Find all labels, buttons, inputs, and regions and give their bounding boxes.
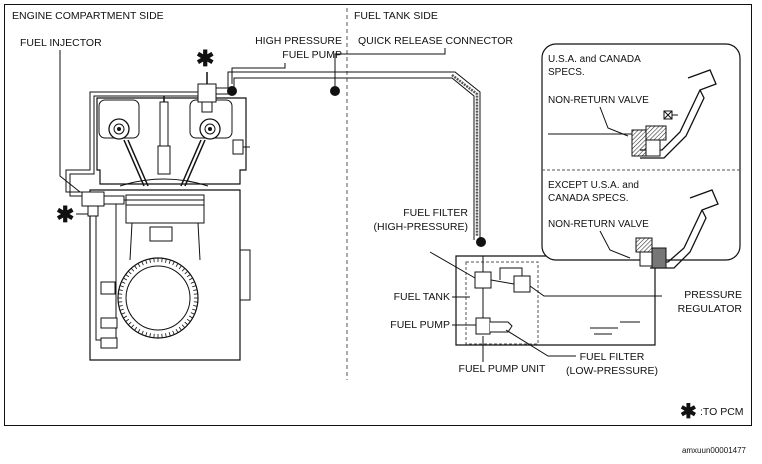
pressure-regulator-label-1: PRESSURE — [684, 289, 742, 301]
fuel-injector-label: FUEL INJECTOR — [20, 37, 102, 49]
pressure-regulator-leader — [529, 285, 662, 297]
fuel-filter-lp-label-1: FUEL FILTER — [580, 351, 645, 363]
fuel-tank — [455, 255, 656, 346]
flywheel-tooth — [192, 308, 197, 311]
flywheel-tooth — [181, 324, 186, 328]
fuel-filter-hp-leader — [429, 251, 476, 279]
legend-asterisk: ✱ — [680, 401, 697, 423]
flywheel-tooth — [130, 268, 135, 272]
high-pressure-fuel-pump — [197, 72, 217, 113]
non-return-valve-usa — [631, 129, 647, 157]
flywheel-tooth — [134, 265, 138, 270]
hp-pump-label-2: FUEL PUMP — [282, 49, 342, 61]
diagram-frame — [4, 4, 752, 426]
flywheel-tooth — [149, 333, 151, 338]
fuel-filter-high-pressure — [474, 271, 492, 289]
flywheel-tooth — [190, 312, 195, 315]
flywheel-tooth — [119, 285, 124, 288]
image-code: amxuun00001477 — [682, 446, 747, 455]
fuel-lines — [65, 71, 481, 240]
hp-pump-label-1: HIGH PRESSURE — [255, 35, 342, 47]
legend-text: :TO PCM — [700, 406, 744, 418]
flywheel-tooth — [123, 315, 128, 319]
fuel-filter-low-pressure — [490, 321, 513, 333]
flywheel-tooth — [181, 268, 186, 272]
inset-usa-valve-label: NON-RETURN VALVE — [548, 95, 649, 106]
flywheel-tooth — [118, 305, 123, 307]
flywheel-tooth — [184, 270, 188, 275]
fuel-injector — [81, 191, 132, 217]
inset-except-valve-label: NON-RETURN VALVE — [548, 219, 649, 230]
non-return-valve-except — [635, 237, 653, 253]
pressure-regulator — [513, 275, 531, 293]
flywheel-tooth — [145, 332, 148, 337]
flywheel-tooth — [175, 328, 179, 333]
flywheel-tooth — [192, 285, 197, 288]
quick-release-connector-dot — [330, 86, 340, 96]
flywheel-tooth — [193, 289, 198, 291]
flywheel-tooth — [188, 315, 193, 319]
flywheel-tooth — [190, 281, 195, 284]
tank-side-header: FUEL TANK SIDE — [354, 10, 438, 22]
flywheel-tooth — [168, 259, 171, 264]
fuel-filter-lp-leader — [505, 329, 576, 357]
flywheel-tooth — [121, 312, 126, 315]
flywheel-tooth — [193, 305, 198, 307]
fuel-tank-label: FUEL TANK — [394, 291, 450, 303]
flywheel-tooth — [149, 258, 151, 263]
flywheel-tooth — [186, 318, 191, 322]
flywheel-tooth — [172, 261, 175, 266]
quick-release-label: QUICK RELEASE CONNECTOR — [358, 35, 513, 47]
flywheel-tooth — [118, 289, 123, 291]
inset-usa-title-1: U.S.A. and CANADA — [548, 54, 641, 65]
engine-side-header: ENGINE COMPARTMENT SIDE — [12, 10, 164, 22]
fuel-injector-leader — [59, 50, 81, 193]
flywheel-tooth — [165, 333, 167, 338]
pressure-regulator-label-2: REGULATOR — [678, 303, 743, 315]
flywheel-tooth — [125, 274, 130, 278]
legend: ✱ :TO PCM — [680, 401, 744, 423]
flywheel-tooth — [130, 324, 135, 328]
flywheel-tooth — [186, 274, 191, 278]
quick-release-connector-dot — [476, 237, 486, 247]
flywheel-tooth — [128, 321, 132, 326]
non-return-valve-inset: U.S.A. and CANADA SPECS. NON-RETURN VALV… — [541, 43, 741, 269]
flywheel-tooth — [165, 258, 167, 263]
pcm-asterisk-injector: ✱ — [56, 202, 74, 227]
inset-except-title-2: CANADA SPECS. — [548, 193, 629, 204]
flywheel-tooth — [128, 270, 132, 275]
quick-release-leader — [334, 48, 446, 86]
fuel-filter-hp-label-2: (HIGH-PRESSURE) — [373, 221, 468, 233]
flywheel-tooth — [134, 326, 138, 331]
flywheel-tooth — [178, 265, 182, 270]
flywheel-tooth — [121, 281, 126, 284]
fuel-filter-hp-label-1: FUEL FILTER — [403, 207, 468, 219]
fuel-pump — [475, 317, 491, 335]
fuel-filter-lp-label-2: (LOW-PRESSURE) — [566, 365, 658, 377]
fuel-pump-unit-label: FUEL PUMP UNIT — [459, 363, 547, 375]
flywheel-tooth — [137, 328, 141, 333]
flywheel-tooth — [123, 277, 128, 281]
fuel-pump-label: FUEL PUMP — [390, 319, 450, 331]
flywheel-tooth — [168, 332, 171, 337]
inset-except-title-1: EXCEPT U.S.A. and — [548, 180, 639, 191]
flywheel-tooth — [145, 259, 148, 264]
flywheel-tooth — [178, 326, 182, 331]
flywheel-tooth — [141, 330, 144, 335]
flywheel-tooth — [137, 263, 141, 268]
flywheel-tooth — [119, 308, 124, 311]
flywheel-tooth — [188, 277, 193, 281]
flywheel-tooth — [184, 321, 188, 326]
pcm-asterisk-pump: ✱ — [196, 46, 214, 71]
flywheel-tooth — [125, 318, 130, 322]
hp-pump-leader — [231, 63, 286, 84]
engine-illustration — [89, 96, 251, 361]
quick-release-connector-dot — [227, 86, 237, 96]
inset-usa-title-2: SPECS. — [548, 67, 585, 78]
flywheel-tooth — [172, 330, 175, 335]
flywheel-tooth — [175, 263, 179, 268]
flywheel-tooth — [141, 261, 144, 266]
